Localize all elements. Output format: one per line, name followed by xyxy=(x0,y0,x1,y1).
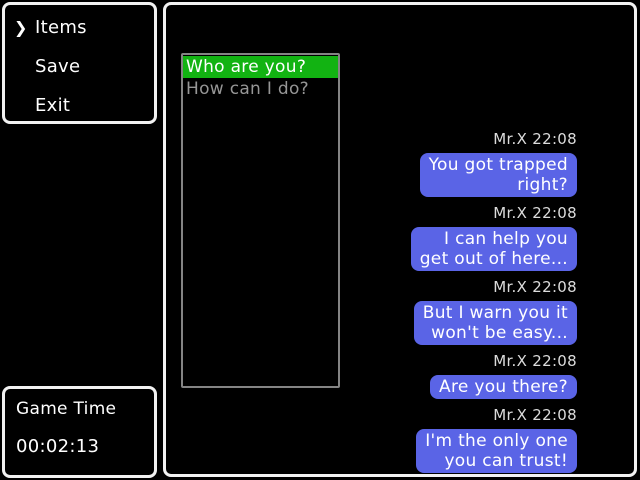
menu-item-items[interactable]: ❯ Items xyxy=(5,8,154,47)
message-sender-time: Mr.X 22:08 xyxy=(493,204,577,222)
chat-window: Who are you? How can I do? Mr.X 22:08 Yo… xyxy=(163,2,637,477)
chat-bubble: I'm the only one you can trust! xyxy=(416,429,577,473)
game-time-value: 00:02:13 xyxy=(16,436,100,457)
chat-bubble: But I warn you it won't be easy... xyxy=(413,301,577,345)
chat-bubble: I can help you get out of here... xyxy=(410,227,577,271)
game-time-label: Game Time xyxy=(16,399,117,419)
game-time-window: Game Time 00:02:13 xyxy=(2,386,157,478)
command-menu-window: ❯ Items Save Exit xyxy=(2,2,157,124)
chat-bubble: Are you there? xyxy=(430,375,577,399)
menu-item-save[interactable]: Save xyxy=(5,47,154,86)
chat-bubble: You got trapped right? xyxy=(419,153,577,197)
menu-item-label: Items xyxy=(35,17,87,38)
message-sender-time: Mr.X 22:08 xyxy=(493,278,577,296)
menu-item-label: Exit xyxy=(35,95,71,116)
choice-option-how-can-i-do[interactable]: How can I do? xyxy=(186,79,309,99)
menu-item-exit[interactable]: Exit xyxy=(5,86,154,125)
choice-box: Who are you? How can I do? xyxy=(181,53,340,388)
message-sender-time: Mr.X 22:08 xyxy=(493,130,577,148)
menu-item-label: Save xyxy=(35,56,81,77)
chat-message-feed: Mr.X 22:08 You got trapped right? Mr.X 2… xyxy=(410,130,577,480)
choice-option-who-are-you[interactable]: Who are you? xyxy=(183,56,338,78)
message-sender-time: Mr.X 22:08 xyxy=(493,406,577,424)
message-sender-time: Mr.X 22:08 xyxy=(493,352,577,370)
cursor-arrow-icon: ❯ xyxy=(14,18,28,37)
